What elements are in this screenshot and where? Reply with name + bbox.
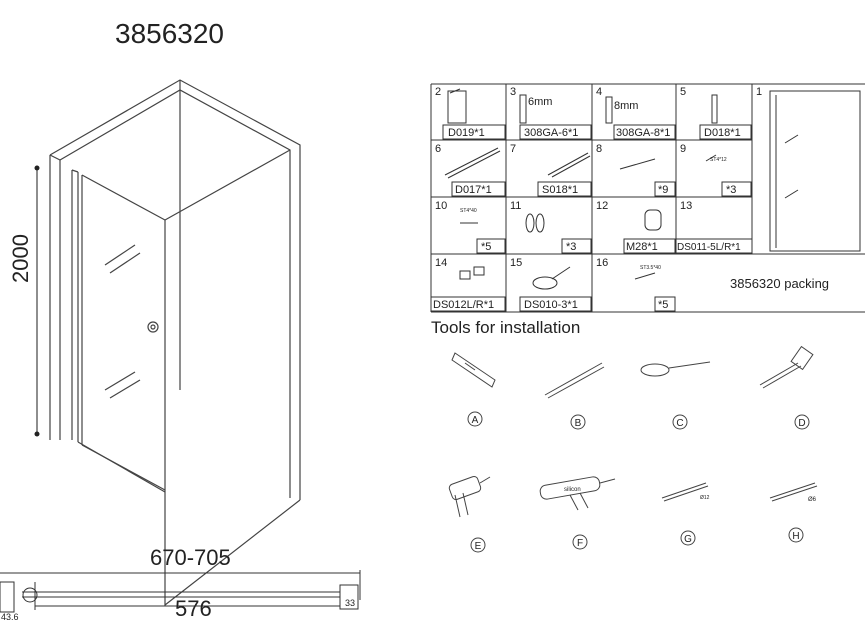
part-label: *9 bbox=[658, 184, 668, 196]
part-number: 7 bbox=[510, 143, 516, 155]
part-note: ST3.5*40 bbox=[640, 265, 661, 271]
silicone-gun-icon bbox=[539, 476, 616, 511]
part-number: 6 bbox=[435, 143, 441, 155]
packing-parts-grid: 2 3 4 5 1 6 7 8 9 10 11 12 13 14 15 16 D… bbox=[430, 83, 865, 313]
part-label: DS012L/R*1 bbox=[433, 299, 494, 311]
tool-note: Ø6 bbox=[808, 497, 817, 503]
part-number: 13 bbox=[680, 200, 692, 212]
part-label: *5 bbox=[658, 299, 668, 311]
part-label: *5 bbox=[481, 241, 491, 253]
part-number: 5 bbox=[680, 86, 686, 98]
top-view-profile-drawing bbox=[0, 570, 361, 613]
inner-width-dimension: 576 bbox=[175, 596, 212, 621]
part-number: 15 bbox=[510, 257, 522, 269]
part-number: 9 bbox=[680, 143, 686, 155]
model-title: 3856320 bbox=[115, 18, 225, 49]
tool-note: Ø12 bbox=[700, 495, 710, 501]
part-number: 16 bbox=[596, 257, 608, 269]
part-number: 12 bbox=[596, 200, 608, 212]
tool-letter: F bbox=[577, 538, 583, 549]
drill-icon bbox=[448, 475, 491, 518]
part-note: 6mm bbox=[528, 96, 552, 108]
part-number: 1 bbox=[756, 86, 762, 98]
screwdriver-icon bbox=[640, 361, 711, 377]
part-label: D017*1 bbox=[455, 184, 492, 196]
part-label: 308GA-8*1 bbox=[616, 127, 670, 139]
tools-title: Tools for installation bbox=[431, 318, 581, 337]
spirit-level-icon bbox=[451, 352, 496, 388]
shower-isometric-drawing bbox=[34, 79, 301, 607]
part-label: *3 bbox=[726, 184, 736, 196]
drill-bit-icon bbox=[661, 482, 709, 502]
part-note: 8mm bbox=[614, 100, 638, 112]
part-label: M28*1 bbox=[626, 241, 658, 253]
tool-letter: C bbox=[676, 418, 683, 429]
packing-title: 3856320 packing bbox=[730, 276, 829, 291]
tools-panel: A B C D E F G H silicon Ø12 Ø6 bbox=[448, 345, 818, 553]
tool-letter: G bbox=[684, 534, 692, 545]
width-range-dimension: 670-705 bbox=[150, 545, 231, 570]
part-number: 14 bbox=[435, 257, 447, 269]
tool-note: silicon bbox=[564, 487, 581, 493]
tool-letter: E bbox=[475, 541, 482, 552]
part-number: 2 bbox=[435, 86, 441, 98]
part-label: D019*1 bbox=[448, 127, 485, 139]
part-label: S018*1 bbox=[542, 184, 578, 196]
left-offset-dimension: 43.6 bbox=[1, 612, 19, 622]
tool-letter: D bbox=[798, 418, 805, 429]
hammer-icon bbox=[759, 345, 814, 389]
right-offset-dimension: 33 bbox=[345, 598, 356, 608]
part-label: D018*1 bbox=[704, 127, 741, 139]
part-note: ST4*12 bbox=[710, 157, 727, 163]
height-dimension: 2000 bbox=[8, 231, 34, 286]
drill-bit-icon bbox=[769, 482, 818, 502]
part-number: 10 bbox=[435, 200, 447, 212]
pencil-icon bbox=[544, 362, 605, 399]
tool-letter: A bbox=[472, 415, 479, 426]
part-label: DS010-3*1 bbox=[524, 299, 578, 311]
part-label: DS011-5L/R*1 bbox=[677, 242, 741, 253]
tool-letter: B bbox=[575, 418, 582, 429]
part-label: *3 bbox=[566, 241, 576, 253]
part-number: 8 bbox=[596, 143, 602, 155]
part-note: ST4*40 bbox=[460, 208, 477, 214]
part-number: 3 bbox=[510, 86, 516, 98]
part-label: 308GA-6*1 bbox=[524, 127, 578, 139]
part-number: 4 bbox=[596, 86, 602, 98]
tool-letter: H bbox=[792, 531, 799, 542]
part-number: 11 bbox=[510, 200, 521, 212]
